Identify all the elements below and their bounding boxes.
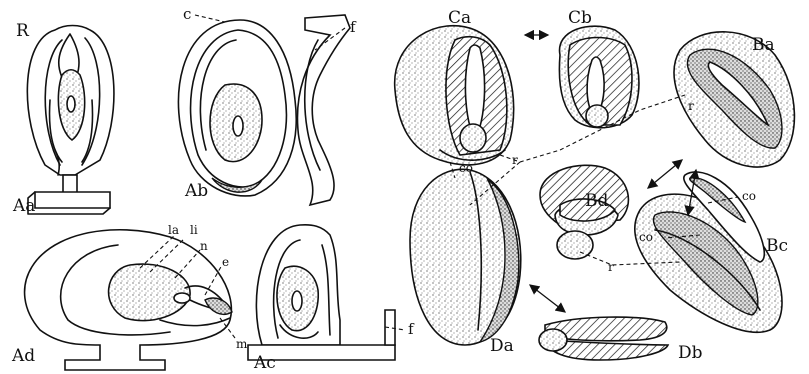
label-panel-cb: Cb <box>568 8 592 28</box>
label-li: li <box>190 223 198 237</box>
label-panel-ba: Ba <box>752 35 775 55</box>
label-panel-aa: Aa <box>12 196 35 216</box>
panel-ac <box>248 225 405 360</box>
label-la: la <box>168 223 179 237</box>
mark-r: R <box>16 21 30 41</box>
label-f-bottom: f <box>408 320 415 338</box>
panel-cb <box>559 26 639 128</box>
label-panel-bc: Bc <box>766 236 788 256</box>
panel-ca <box>395 26 514 165</box>
panel-bc <box>635 172 782 332</box>
panel-aa <box>27 26 114 215</box>
label-r-mid: r <box>512 153 518 167</box>
label-panel-da: Da <box>490 336 514 356</box>
label-panel-ad: Ad <box>11 346 35 366</box>
label-e: e <box>222 255 229 269</box>
label-f-top: f <box>350 18 357 36</box>
label-panel-ab: Ab <box>184 181 208 201</box>
label-co-bc-upper: co <box>742 189 756 203</box>
label-panel-db: Db <box>678 343 703 363</box>
label-n: n <box>200 239 208 253</box>
panel-db <box>539 317 668 360</box>
label-m: m <box>236 337 248 351</box>
label-co-left: co <box>459 161 473 175</box>
label-c: c <box>183 5 191 23</box>
label-co-bc-lower: co <box>639 230 653 244</box>
label-r-bottom: r <box>608 260 614 274</box>
label-panel-ac: Ac <box>253 353 276 373</box>
panel-ab <box>178 15 350 205</box>
panel-bd <box>540 165 628 259</box>
label-r-top: r <box>688 99 694 113</box>
label-panel-bd: Bd <box>585 191 608 211</box>
label-panel-ca: Ca <box>448 8 471 28</box>
panel-da <box>410 169 521 345</box>
